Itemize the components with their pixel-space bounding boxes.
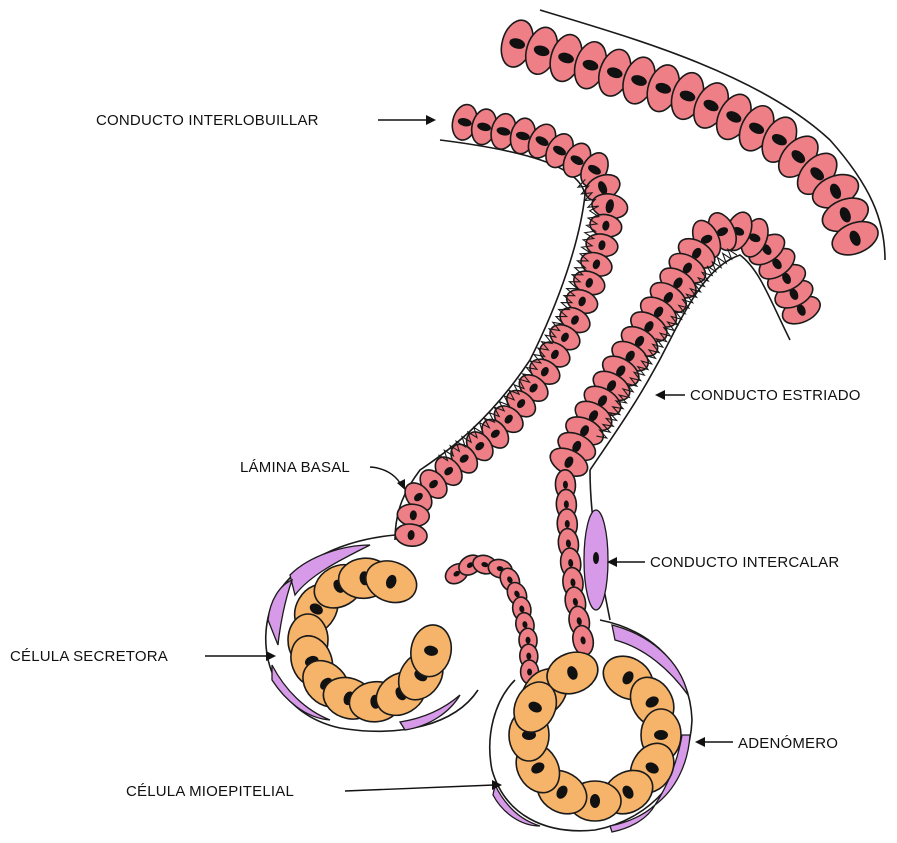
striated-left-cell-29 <box>394 522 428 547</box>
arrow-mioepitelial <box>345 785 494 791</box>
label-estriado: CONDUCTO ESTRIADO <box>655 387 861 404</box>
label-celula-mioepitelial: CÉLULA MIOEPITELIAL <box>126 783 294 800</box>
label-lamina-basal-text: LÁMINA BASAL <box>240 459 350 476</box>
intercalated-duct <box>442 469 610 684</box>
label-lamina-basal: LÁMINA BASAL <box>240 459 405 490</box>
label-interlobulillar: CONDUCTO INTERLOBUILLAR <box>96 112 436 129</box>
label-conducto-interlobuillar: CONDUCTO INTERLOBUILLAR <box>96 112 319 129</box>
label-intercalar: CONDUCTO INTERCALAR <box>607 554 839 571</box>
arrow-lamina-basal <box>370 467 400 483</box>
intercalar-left-cells <box>442 551 539 684</box>
label-conducto-estriado: CONDUCTO ESTRIADO <box>690 387 861 404</box>
striated-duct <box>394 102 825 548</box>
label-adenomero-text: ADENÓMERO <box>738 735 838 752</box>
label-adenomero: ADENÓMERO <box>695 735 838 752</box>
right-secretory-cell-4-nucleus <box>654 730 668 740</box>
left-acinus <box>266 535 478 731</box>
striated-left-cells <box>394 102 630 548</box>
label-secretora: CÉLULA SECRETORA <box>10 648 276 665</box>
label-conducto-intercalar: CONDUCTO INTERCALAR <box>650 554 839 571</box>
label-mioepitelial: CÉLULA MIOEPITELIAL <box>126 780 502 800</box>
right-secretory-cell-7-nucleus <box>590 794 600 808</box>
label-celula-secretora: CÉLULA SECRETORA <box>10 648 168 665</box>
